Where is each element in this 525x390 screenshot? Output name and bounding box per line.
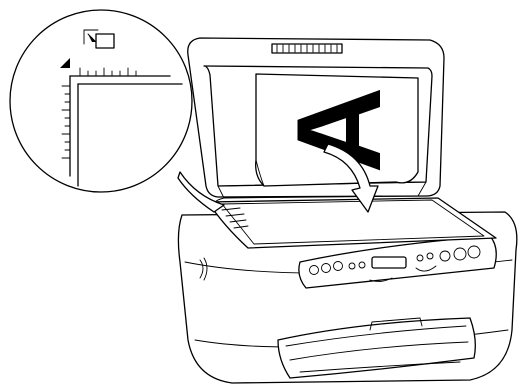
document-letter: A bbox=[272, 87, 406, 174]
lcd-display bbox=[372, 257, 406, 268]
document-sheet: A bbox=[256, 74, 418, 186]
scanner-bed bbox=[208, 197, 496, 248]
magnified-corner-callout bbox=[10, 10, 224, 212]
